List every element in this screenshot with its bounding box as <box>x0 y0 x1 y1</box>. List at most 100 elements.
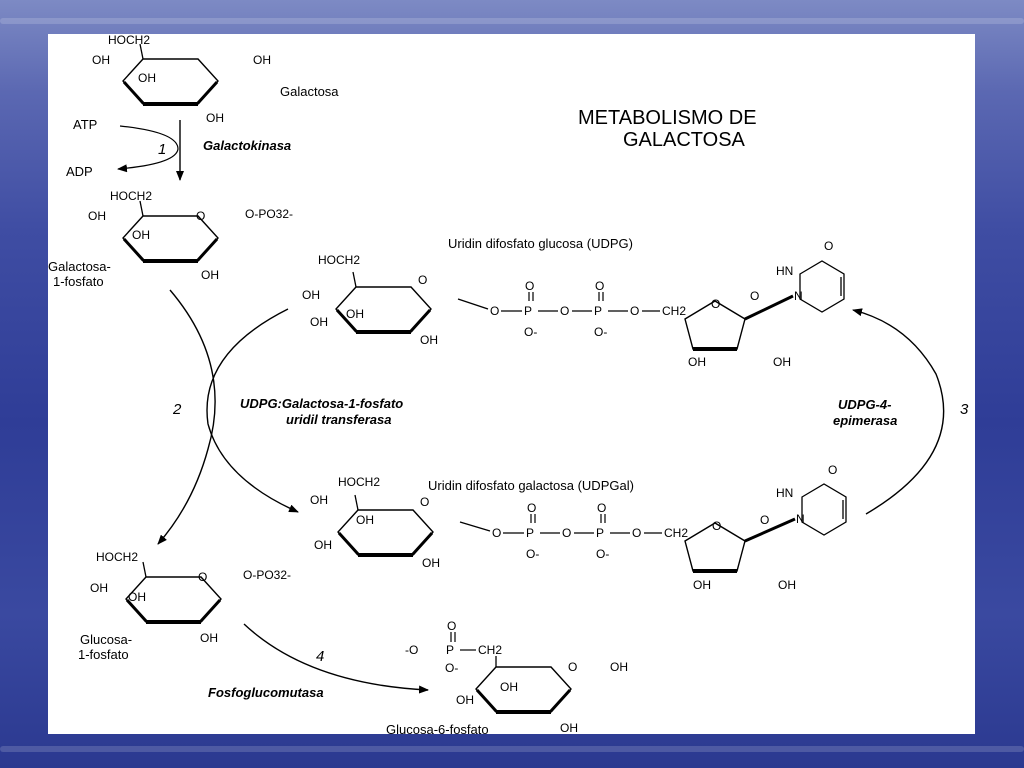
step-1-galactokinase: ATP ADP 1 Galactokinasa <box>66 117 291 181</box>
udpg-o-label: O <box>750 289 759 303</box>
title-line-1: METABOLISMO DE <box>578 107 757 129</box>
udpg-ring-o-label: O <box>418 273 427 287</box>
step-4-phosphoglucomutase: 4 Fosfoglucomutasa <box>208 623 429 700</box>
udpg-o-label: O <box>525 279 534 293</box>
udpgal-o-minus-label: O- <box>596 547 609 561</box>
step-2-arrow-udpg-to-udpgal <box>206 308 299 513</box>
enzyme-transferase-line-2: uridil transferasa <box>286 412 392 427</box>
udpgal-p-label: P <box>596 526 604 540</box>
galactose-metabolism-diagram: METABOLISMO DE GALACTOSA HOCH2 OH OH OH … <box>48 34 969 734</box>
glc6p-oh-label: OH <box>610 660 628 674</box>
enzyme-epimerase-line-2: epimerasa <box>833 413 897 428</box>
galactose-1-phosphate-structure: HOCH2 OH OH O O-PO32- OH Galactosa- 1-fo… <box>48 189 293 289</box>
glc1p-label-line-2: 1-fosfato <box>78 647 129 662</box>
udpgal-oh-label: OH <box>422 556 440 570</box>
glucose-1-phosphate-structure: HOCH2 OH OH OH O O-PO32- Glucosa- 1-fosf… <box>78 550 291 662</box>
glc6p-label: Glucosa-6-fosfato <box>386 722 489 734</box>
galactose-label: Galactosa <box>280 84 339 99</box>
udpg-structure: Uridin difosfato glucosa (UDPG) HOCH2 OH… <box>302 236 845 369</box>
step-4-number: 4 <box>316 648 324 665</box>
glc6p-o-label: O <box>447 619 456 633</box>
step-2-number: 2 <box>172 401 182 418</box>
atp-adp-curve <box>117 125 179 173</box>
udpg-oh-label: OH <box>420 333 438 347</box>
glc1p-hoch2-label: HOCH2 <box>96 550 138 564</box>
udpg-oh-label: OH <box>773 355 791 369</box>
udpgal-oh-label: OH <box>356 513 374 527</box>
udpg-hn-label: HN <box>776 264 793 278</box>
title-line-2: GALACTOSA <box>623 129 746 151</box>
udpgal-hoch2-label: HOCH2 <box>338 475 380 489</box>
udpgal-n-label: N <box>796 512 805 526</box>
gal1p-hoch2-label: HOCH2 <box>110 189 152 203</box>
step-3-epimerase: 3 UDPG-4- epimerasa <box>833 308 969 515</box>
galactose-oh-label: OH <box>206 111 224 125</box>
udpg-o-minus-label: O- <box>524 325 537 339</box>
udpgal-o-label: O <box>562 526 571 540</box>
udpg-hoch2-label: HOCH2 <box>318 253 360 267</box>
glc1p-oh-label: OH <box>128 590 146 604</box>
udpgal-ring-o-label: O <box>420 495 429 509</box>
gal1p-label-line-2: 1-fosfato <box>53 274 104 289</box>
gal1p-ring-o-label: O <box>196 209 205 223</box>
udpgal-o-minus-label: O- <box>526 547 539 561</box>
udpgal-oh-label: OH <box>693 578 711 592</box>
udpg-o-minus-label: O- <box>594 325 607 339</box>
udpgal-p-label: P <box>526 526 534 540</box>
udpgal-o-label: O <box>760 513 769 527</box>
diagram-title: METABOLISMO DE GALACTOSA <box>578 107 757 151</box>
glc6p-ring-o-label: O <box>568 660 577 674</box>
udpgal-label: Uridin difosfato galactosa (UDPGal) <box>428 478 634 493</box>
glc6p-o-minus-label: O- <box>445 661 458 675</box>
atp-label: ATP <box>73 117 97 132</box>
step-2-transferase: 2 UDPG:Galactosa-1-fosfato uridil transf… <box>157 289 403 545</box>
glucose-6-phosphate-structure: -O P O O- CH2 O OH OH OH OH Glucosa-6-fo… <box>386 619 628 734</box>
step-3-arrow <box>852 308 945 515</box>
glc6p-p-label: P <box>446 643 454 657</box>
galactose-oh-label: OH <box>253 53 271 67</box>
udpg-o-label: O <box>824 239 833 253</box>
udpg-label: Uridin difosfato glucosa (UDPG) <box>448 236 633 251</box>
gal1p-oh-label: OH <box>132 228 150 242</box>
udpgal-o-label: O <box>597 501 606 515</box>
udpg-o-label: O <box>560 304 569 318</box>
udpgal-oh-label: OH <box>314 538 332 552</box>
udpg-p-label: P <box>594 304 602 318</box>
glc6p-neg-o-label: -O <box>405 643 418 657</box>
step-1-number: 1 <box>158 141 166 158</box>
enzyme-epimerase-line-1: UDPG-4- <box>838 397 891 412</box>
galactose-structure: HOCH2 OH OH OH OH Galactosa <box>92 34 339 125</box>
gal1p-oh-label: OH <box>201 268 219 282</box>
udpgal-oh-label: OH <box>310 493 328 507</box>
udpgal-structure: Uridin difosfato galactosa (UDPGal) HOCH… <box>310 463 847 592</box>
udpgal-o-label: O <box>492 526 501 540</box>
udpgal-o-label: O <box>828 463 837 477</box>
udpgal-hn-label: HN <box>776 486 793 500</box>
udpgal-oh-label: OH <box>778 578 796 592</box>
udpg-oh-label: OH <box>688 355 706 369</box>
galactose-oh-label: OH <box>92 53 110 67</box>
slide-panel: METABOLISMO DE GALACTOSA HOCH2 OH OH OH … <box>48 34 975 734</box>
step-4-arrow <box>243 623 429 694</box>
udpg-ch2-label: CH2 <box>662 304 686 318</box>
glc1p-label-line-1: Glucosa- <box>80 632 132 647</box>
step-3-number: 3 <box>960 401 969 418</box>
glc1p-oh-label: OH <box>90 581 108 595</box>
gal1p-oh-label: OH <box>88 209 106 223</box>
gal1p-phosphate-label: O-PO32- <box>245 207 293 221</box>
enzyme-phosphoglucomutase: Fosfoglucomutasa <box>208 685 324 700</box>
galactose-oh-label: OH <box>138 71 156 85</box>
udpg-o-label: O <box>490 304 499 318</box>
udpg-p-label: P <box>524 304 532 318</box>
adp-label: ADP <box>66 164 93 179</box>
udpg-oh-label: OH <box>346 307 364 321</box>
gal1p-label-line-1: Galactosa- <box>48 259 111 274</box>
udpgal-o-label: O <box>527 501 536 515</box>
step-2-arrow-gal1p-to-glc1p <box>157 289 216 545</box>
udpg-o-label: O <box>630 304 639 318</box>
udpg-n-label: N <box>794 289 803 303</box>
udpgal-ch2-label: CH2 <box>664 526 688 540</box>
glc6p-oh-label: OH <box>500 680 518 694</box>
glc6p-oh-label: OH <box>560 721 578 734</box>
glc1p-ring-o-label: O <box>198 570 207 584</box>
